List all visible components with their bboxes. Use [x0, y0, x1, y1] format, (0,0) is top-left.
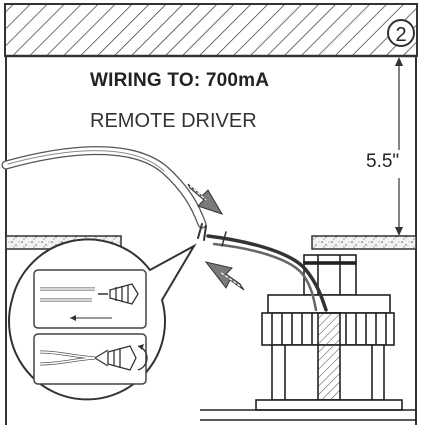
wire-connector-icon — [40, 283, 139, 321]
direction-arrow-icon — [187, 183, 224, 215]
dimension-marker — [390, 57, 408, 237]
diagram-title: WIRING TO: 700mA — [90, 70, 270, 91]
diagram-subtitle: REMOTE DRIVER — [90, 110, 257, 132]
ceiling-joist — [4, 3, 418, 58]
step-number-badge: 2 — [387, 19, 415, 47]
driver-cable — [1, 146, 207, 241]
connector-callout — [8, 238, 197, 401]
wire-connector-icon — [39, 344, 148, 371]
dimension-label: 5.5" — [365, 151, 401, 173]
direction-arrow-icon — [204, 261, 245, 291]
fixture-housing — [200, 254, 416, 421]
fixture-leads — [206, 231, 328, 312]
